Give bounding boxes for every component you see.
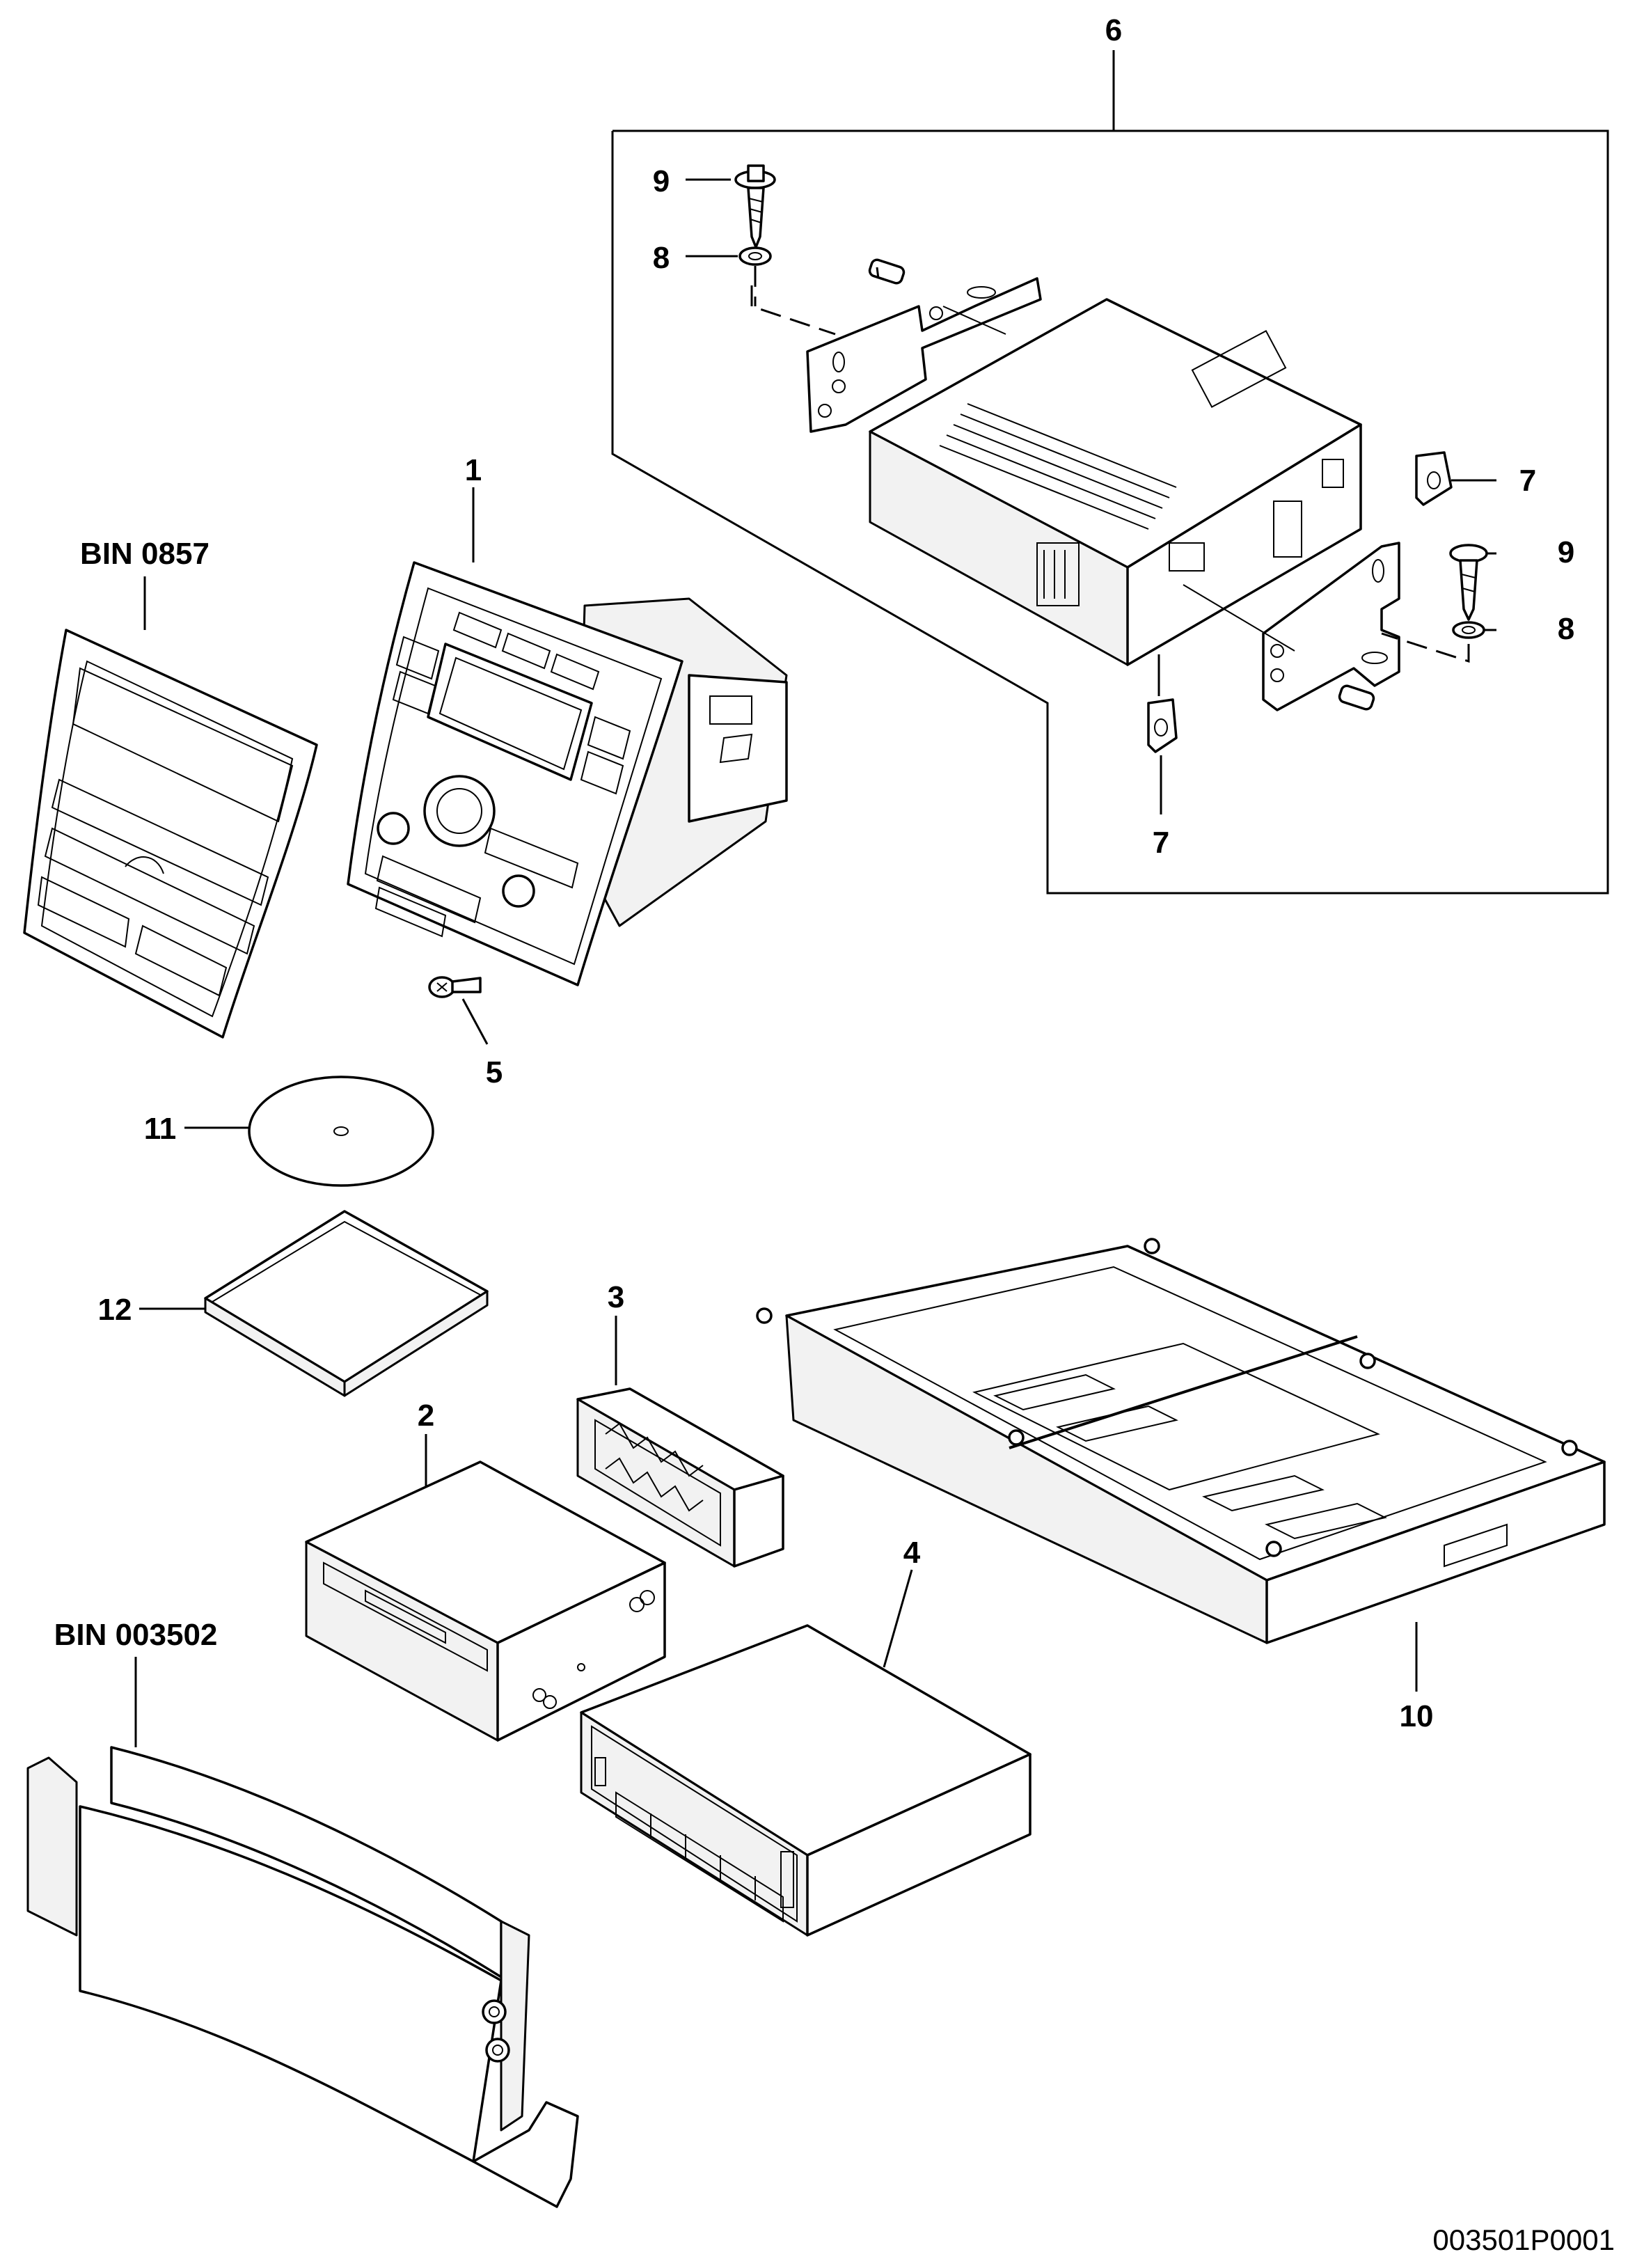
callout-11: 11: [144, 1112, 177, 1146]
callout-8-top: 8: [653, 241, 670, 275]
callout-5: 5: [486, 1055, 503, 1089]
callout-6: 6: [1105, 13, 1122, 47]
bracket-bolt-lower: [1338, 684, 1375, 711]
callout-bin-0857: BIN 0857: [80, 537, 210, 571]
cage-3: [576, 1316, 784, 1568]
group-6-frame: [611, 50, 1609, 895]
right-bracket: [1262, 542, 1400, 711]
screw-9-right: [1449, 544, 1496, 621]
callout-bin-003502: BIN 003502: [54, 1618, 218, 1652]
callout-4: 4: [903, 1536, 921, 1570]
callout-7-right: 7: [1519, 464, 1536, 498]
control-panel-unit: [347, 487, 788, 986]
bracket-bolt-upper: [868, 258, 906, 285]
callout-3: 3: [608, 1280, 624, 1314]
washer-8-right: [1452, 621, 1496, 639]
callout-10: 10: [1400, 1699, 1434, 1733]
callout-7-bottom: 7: [1153, 826, 1169, 860]
screw-9-top: [686, 164, 776, 249]
vent-grille: [939, 403, 1177, 530]
screw-5: [428, 976, 489, 1045]
callout-9-right: 9: [1558, 535, 1574, 569]
washer-8-top: [686, 246, 772, 306]
head-unit-box: [869, 298, 1362, 666]
disc-11: [184, 1076, 434, 1187]
trim-bin-003502: [26, 1657, 579, 2208]
figure-code: 003501P0001: [1432, 2223, 1615, 2256]
left-bracket: [806, 277, 1042, 433]
callout-labels: 6 9 8 7 9 8 7 1 BIN 0857 5 11 12 3 2 4 1…: [54, 13, 1615, 2256]
callout-12: 12: [98, 1293, 132, 1327]
changer-4: [580, 1569, 1032, 1937]
clip-7-bottom: [1147, 654, 1178, 814]
callout-1: 1: [465, 453, 482, 487]
tray-10: [756, 1238, 1606, 1692]
clip-7-right: [1415, 451, 1496, 506]
callout-8-right: 8: [1558, 612, 1574, 646]
callout-9-top: 9: [653, 164, 670, 198]
case-12: [139, 1210, 489, 1397]
callout-2: 2: [418, 1399, 434, 1433]
bezel-bin-0857: [23, 576, 318, 1039]
leader-lines-group6: [750, 285, 1470, 663]
cd-player-2: [305, 1434, 666, 1742]
